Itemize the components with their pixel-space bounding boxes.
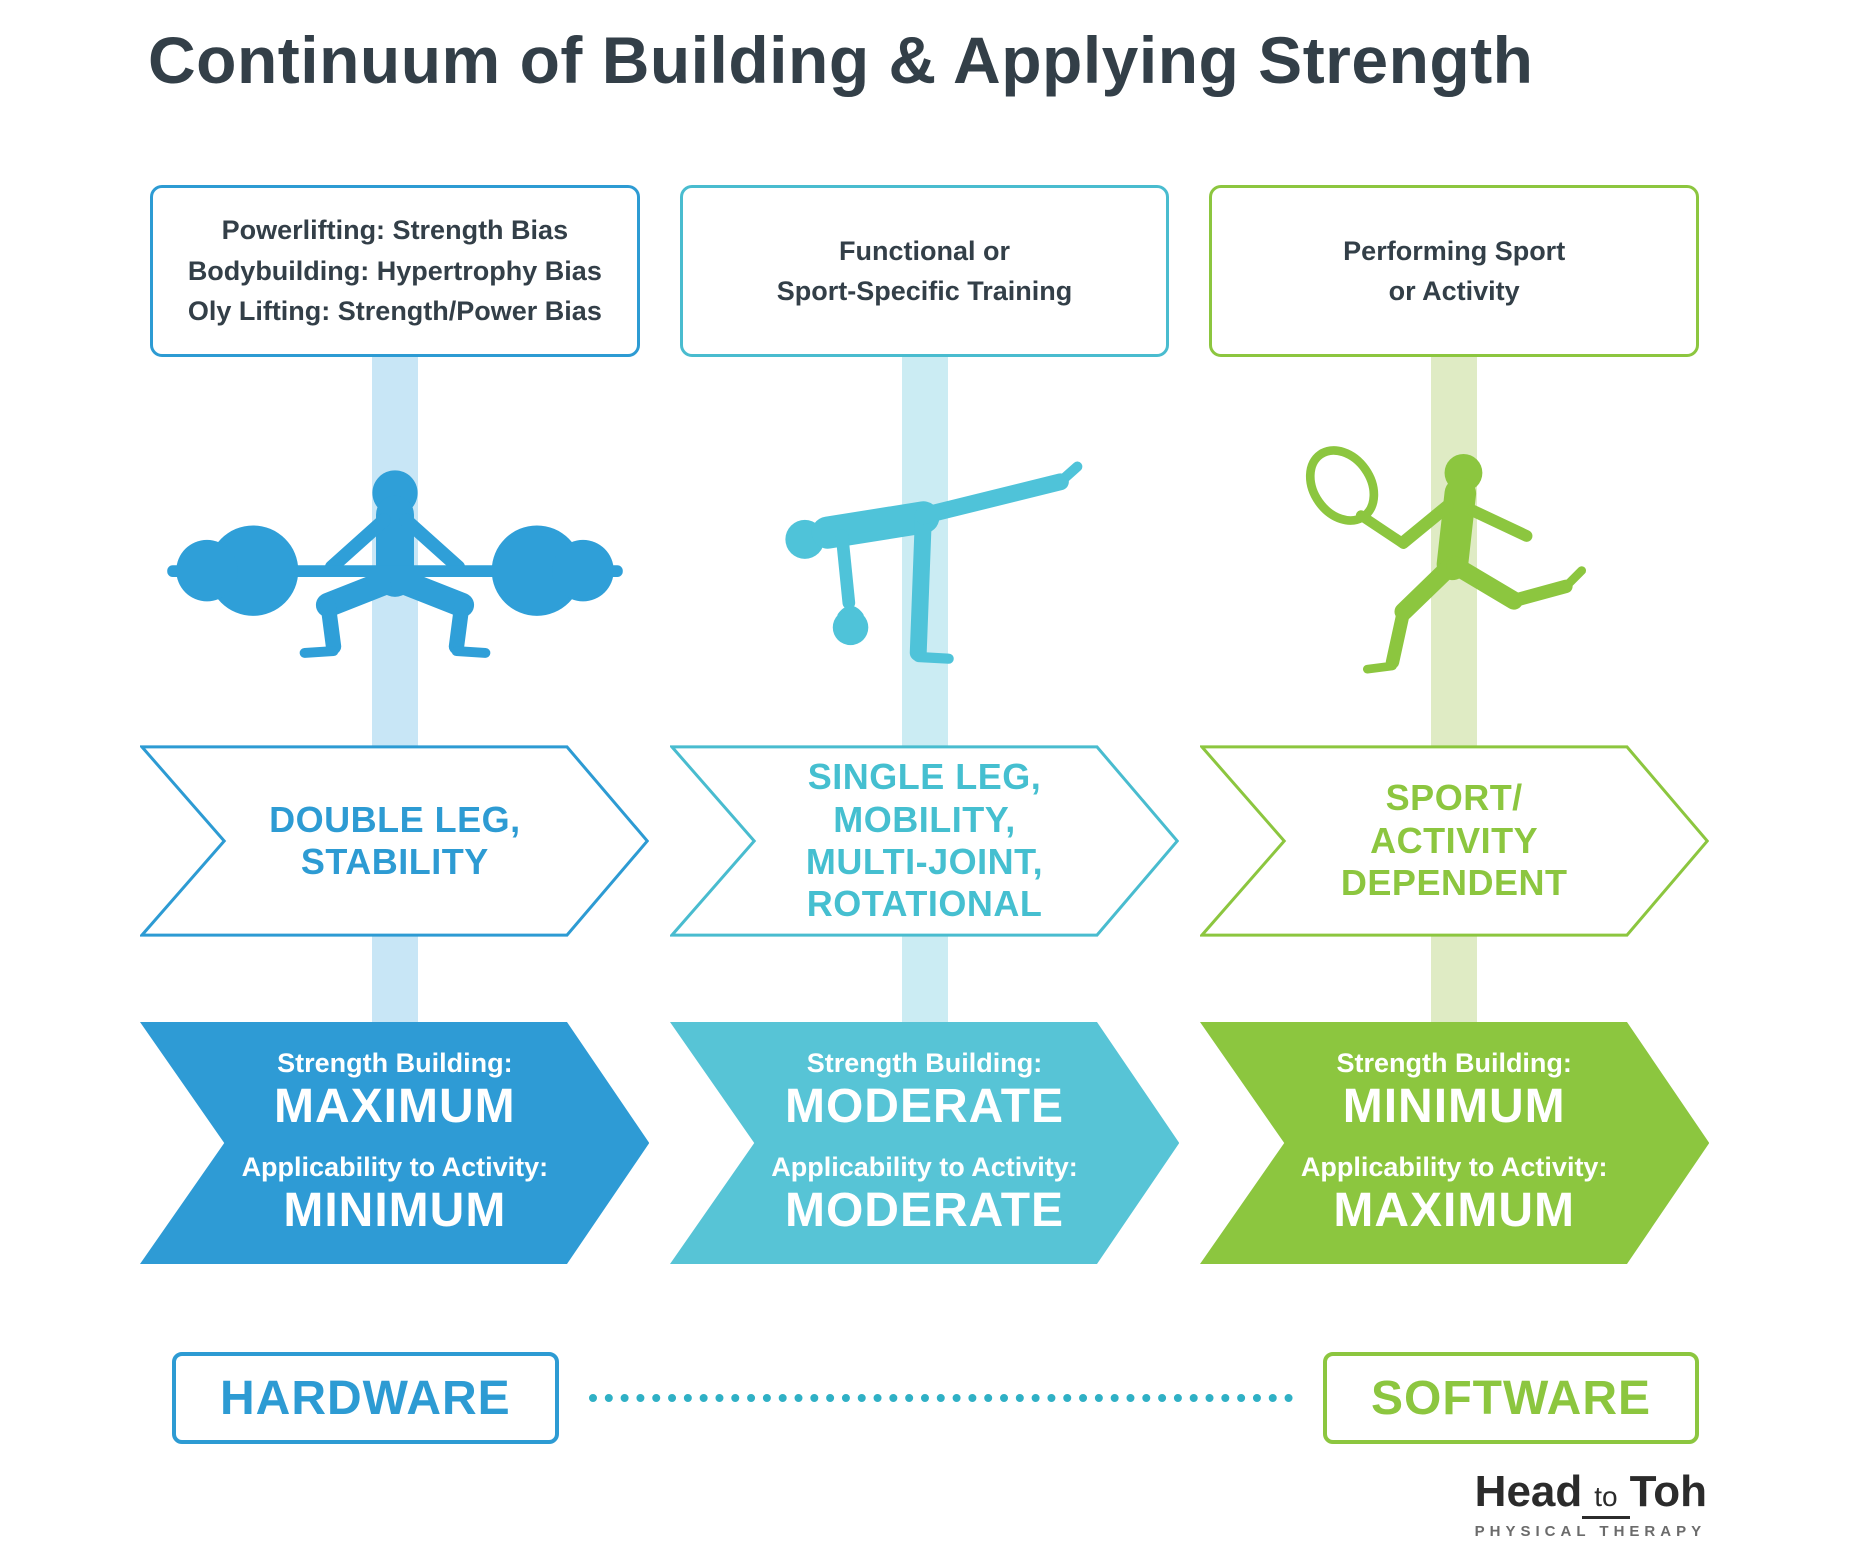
logo-to: to: [1582, 1481, 1630, 1519]
applicability-label: Applicability to Activity:: [771, 1152, 1078, 1182]
header-text: Powerlifting: Strength Bias Bodybuilding…: [187, 215, 602, 327]
dotted-connector: [588, 1394, 1293, 1402]
columns-container: Powerlifting: Strength Bias Bodybuilding…: [140, 185, 1709, 1264]
tennis-player-icon: [1306, 445, 1587, 673]
single-leg-deadlift-icon: [784, 461, 1082, 664]
header-box: Powerlifting: Strength Bias Bodybuilding…: [150, 185, 640, 357]
applicability-label: Applicability to Activity:: [1300, 1152, 1608, 1182]
footer: HARDWARE SOFTWARE: [172, 1352, 1699, 1444]
applicability-value: MODERATE: [784, 1184, 1065, 1237]
strength-label: Strength Building:: [1336, 1048, 1572, 1078]
logo-head: Head: [1474, 1467, 1583, 1516]
applicability-value: MAXIMUM: [1333, 1184, 1575, 1237]
header-text: Performing Sport or Activity: [1343, 235, 1566, 307]
logo-toh: Toh: [1629, 1467, 1707, 1516]
applicability-value: MINIMUM: [283, 1184, 507, 1237]
hardware-box: HARDWARE: [172, 1352, 559, 1444]
chevron-outline-shape: [1200, 745, 1709, 937]
stage-banner: SINGLE LEG, MOBILITY, MULTI-JOINT, ROTAT…: [670, 745, 1179, 937]
software-box: SOFTWARE: [1323, 1352, 1699, 1444]
column-strength-bias: Powerlifting: Strength Bias Bodybuilding…: [140, 185, 650, 1264]
icon-area: [680, 415, 1170, 700]
result-text: Strength Building: MODERATE Applicabilit…: [670, 1022, 1179, 1264]
result-text: Strength Building: MAXIMUM Applicability…: [140, 1022, 649, 1264]
strength-value: MODERATE: [784, 1080, 1065, 1133]
applicability-label: Applicability to Activity:: [241, 1152, 549, 1182]
strength-label: Strength Building:: [277, 1048, 513, 1078]
strength-label: Strength Building:: [806, 1048, 1043, 1078]
strength-value: MAXIMUM: [274, 1080, 516, 1133]
column-ribbon: [371, 345, 418, 1060]
icon-area: [1209, 415, 1699, 700]
chevron-filled-shape: [669, 1022, 1180, 1264]
strength-value: MINIMUM: [1342, 1080, 1566, 1133]
icon-area: [150, 415, 640, 700]
result-banner: Strength Building: MINIMUM Applicability…: [1199, 1022, 1709, 1264]
page-title: Continuum of Building & Applying Strengt…: [148, 23, 1534, 97]
stage-label: DOUBLE LEG, STABILITY: [269, 798, 521, 882]
chevron-outline-shape: [670, 745, 1179, 937]
stage-label: SPORT/ ACTIVITY DEPENDENT: [1340, 777, 1568, 904]
stage-label: SINGLE LEG, MOBILITY, MULTI-JOINT, ROTAT…: [805, 756, 1044, 925]
header-text: Functional or Sport-Specific Training: [776, 235, 1073, 307]
stage-banner: DOUBLE LEG, STABILITY: [140, 745, 649, 937]
header-box: Functional or Sport-Specific Training: [679, 185, 1170, 357]
column-functional-training: Functional or Sport-Specific Training: [669, 185, 1180, 1264]
barbell-squat-icon: [167, 469, 623, 658]
column-sport-activity: Performing Sport or Activity: [1199, 185, 1709, 1264]
chevron-outline-shape: [140, 745, 649, 937]
logo-subtitle: PHYSICAL THERAPY: [1474, 1523, 1707, 1540]
result-text: Strength Building: MINIMUM Applicability…: [1200, 1022, 1709, 1264]
result-banner: Strength Building: MAXIMUM Applicability…: [140, 1022, 650, 1264]
header-box: Performing Sport or Activity: [1209, 185, 1700, 357]
column-ribbon: [901, 345, 948, 1060]
chevron-filled-shape: [140, 1022, 650, 1264]
chevron-filled-shape: [1199, 1022, 1709, 1264]
stage-banner: SPORT/ ACTIVITY DEPENDENT: [1200, 745, 1709, 937]
result-banner: Strength Building: MODERATE Applicabilit…: [669, 1022, 1180, 1264]
